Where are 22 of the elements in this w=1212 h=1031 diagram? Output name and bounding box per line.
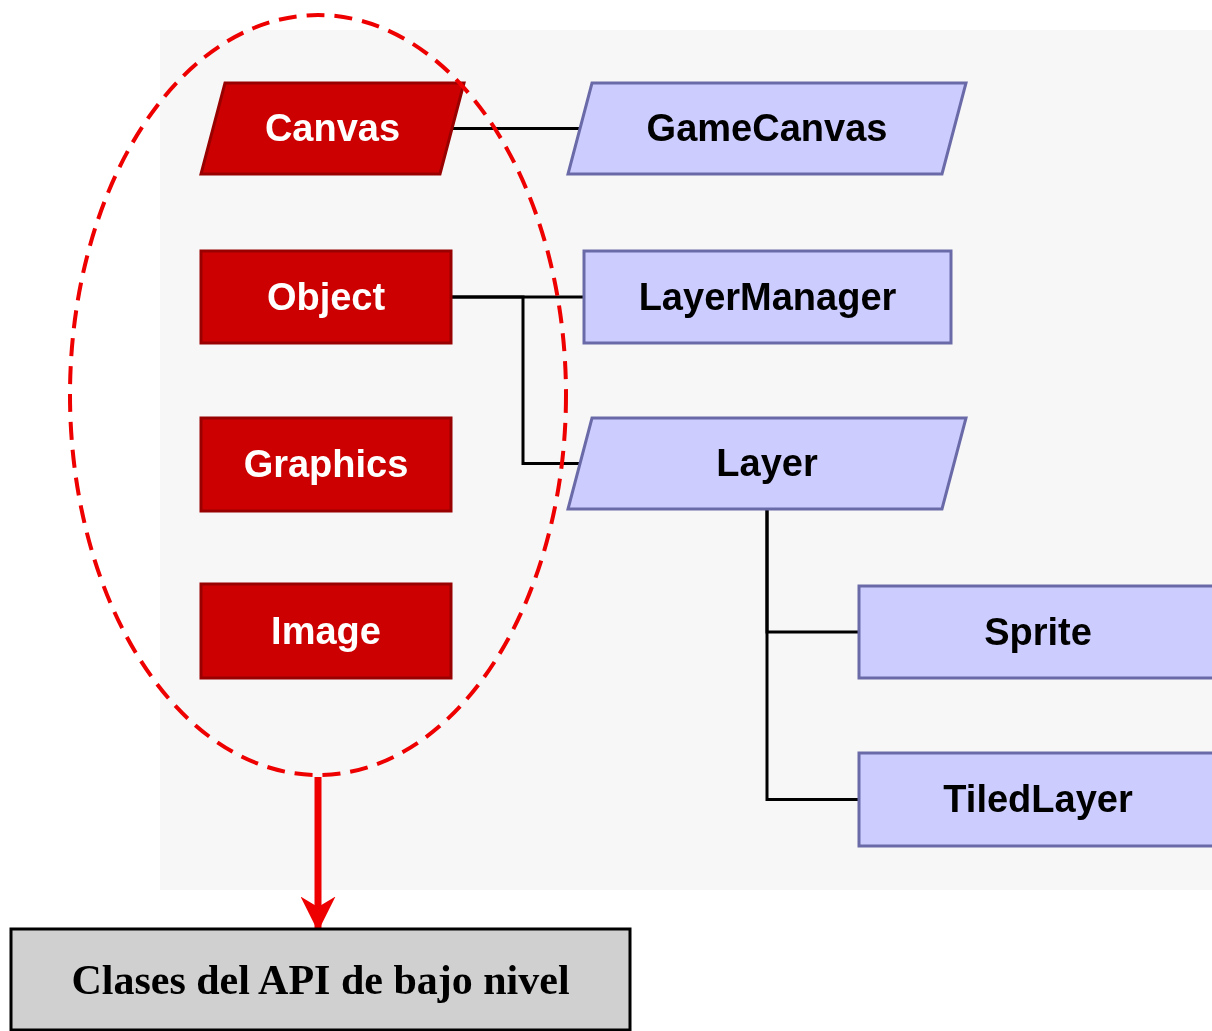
class-name: Image — [271, 609, 381, 653]
class-name: LayerManager — [638, 275, 897, 319]
class-name: Layer — [716, 442, 818, 485]
class-name: Sprite — [984, 610, 1092, 654]
connector-line — [452, 127, 580, 130]
caption-box — [10, 928, 631, 1031]
parallelogram-box — [567, 82, 967, 175]
class-box — [583, 250, 952, 344]
dashed-ellipse — [68, 13, 568, 777]
class-name: Canvas — [264, 107, 401, 150]
class-name: Object — [266, 275, 386, 319]
caption-text: Clases del API de bajo nivel — [71, 955, 570, 1004]
class-box — [858, 585, 1212, 679]
connector-line — [765, 510, 858, 801]
class-name: TiledLayer — [943, 778, 1133, 821]
class-name: GameCanvas — [646, 107, 888, 150]
class-box — [200, 250, 452, 344]
class-box — [858, 752, 1212, 847]
class-box — [200, 583, 452, 679]
parallelogram-box — [567, 417, 967, 510]
class-name: Graphics — [243, 443, 409, 486]
class-box — [200, 417, 452, 512]
